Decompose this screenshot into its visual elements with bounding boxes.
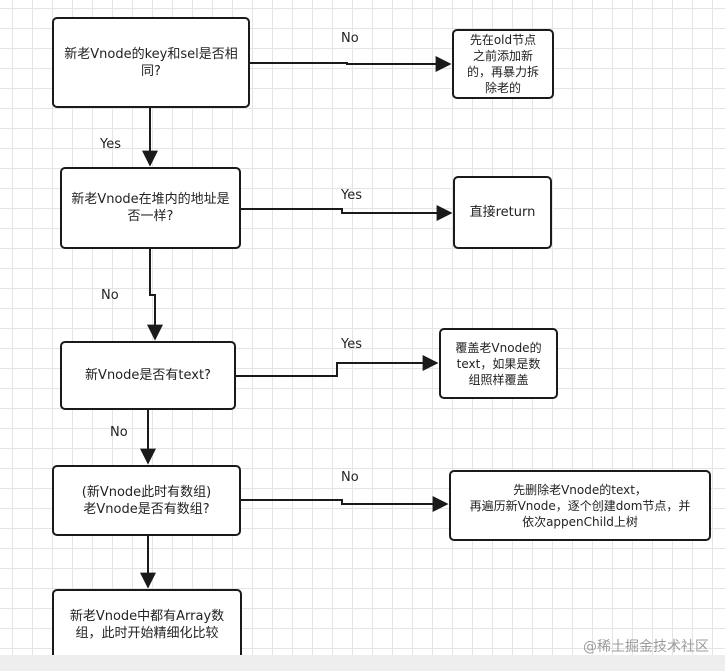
edge-n2-to-n3 — [147, 249, 163, 341]
edge-label-no: No — [341, 470, 359, 485]
footer-band — [0, 655, 725, 671]
node-add-before-old: 先在old节点 之前添加新 的，再暴力拆 除老的 — [452, 29, 554, 99]
node-has-text-check: 新Vnode是否有text? — [60, 341, 236, 410]
edge-label-yes: Yes — [341, 337, 362, 352]
edge-n2-to-n2r — [240, 205, 453, 221]
edge-label-no: No — [110, 425, 128, 440]
edge-n1-to-n1r — [250, 56, 452, 72]
edge-label-no: No — [341, 31, 359, 46]
node-delete-text-append: 先删除老Vnode的text， 再遍历新Vnode，逐个创建dom节点，并 依次… — [449, 470, 711, 541]
edge-label-yes: Yes — [341, 188, 362, 203]
node-overwrite-text: 覆盖老Vnode的 text，如果是数 组照样覆盖 — [439, 328, 558, 399]
node-key-sel-check: 新老Vnode的key和sel是否相 同? — [52, 17, 250, 108]
edge-label-yes: Yes — [100, 137, 121, 152]
edge-n4-to-n4r — [240, 496, 449, 512]
node-fine-compare: 新老Vnode中都有Array数 组，此时开始精细化比较 — [52, 589, 242, 660]
watermark: @稀土掘金技术社区 — [583, 639, 709, 655]
node-same-address-check: 新老Vnode在堆内的地址是 否一样? — [60, 167, 241, 249]
node-old-has-array-check: (新Vnode此时有数组) 老Vnode是否有数组? — [52, 465, 241, 536]
edge-label-no: No — [101, 288, 119, 303]
edge-n3-to-n3r — [235, 355, 439, 377]
node-direct-return: 直接return — [453, 176, 552, 249]
